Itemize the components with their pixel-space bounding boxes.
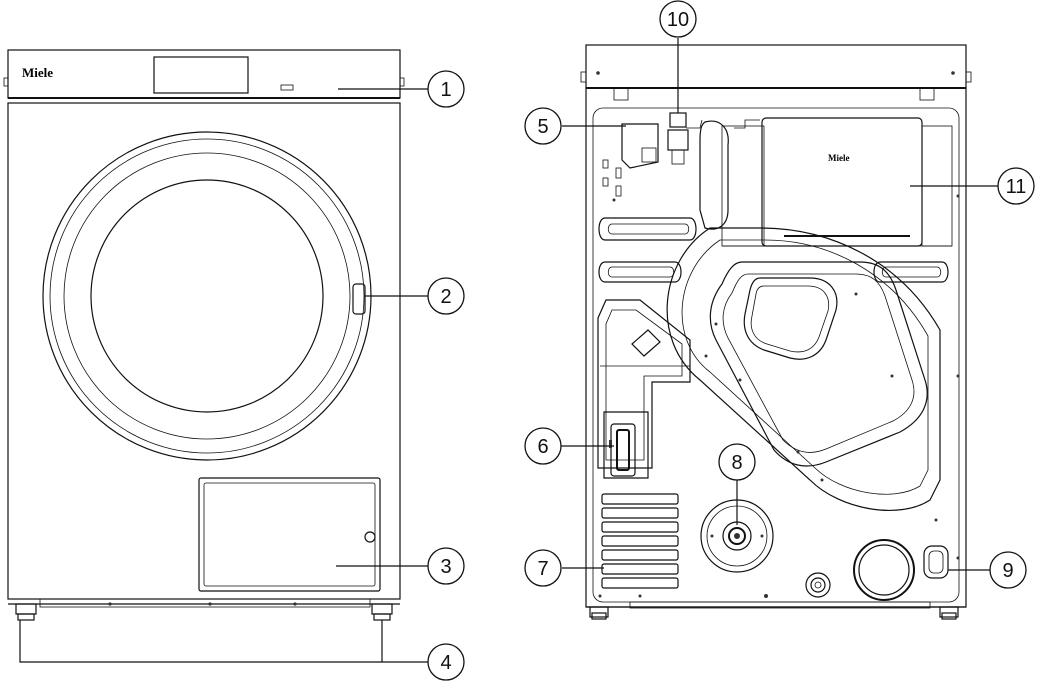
callout-1: 1 xyxy=(427,70,465,108)
back-exhaust-port xyxy=(853,539,949,601)
callout-4: 4 xyxy=(427,643,465,681)
svg-text:5: 5 xyxy=(537,116,548,138)
front-indicator xyxy=(280,84,294,91)
back-drum-bearing xyxy=(700,499,774,573)
front-access-panel xyxy=(198,477,381,592)
svg-text:1: 1 xyxy=(440,79,451,101)
back-condenser-cover xyxy=(761,117,923,247)
back-top-cover xyxy=(585,44,967,89)
back-foot-right xyxy=(939,606,959,618)
back-drum-housing xyxy=(666,227,941,511)
svg-text:7: 7 xyxy=(537,558,548,580)
back-foot-left xyxy=(589,606,609,618)
back-logo: Miele xyxy=(828,153,850,163)
front-foot-left xyxy=(15,603,37,615)
leader-lines xyxy=(19,38,998,663)
svg-text:6: 6 xyxy=(537,436,548,458)
callout-7: 7 xyxy=(524,549,562,587)
callout-6: 6 xyxy=(524,427,562,465)
back-panel xyxy=(585,87,967,608)
front-view: Miele xyxy=(3,49,405,621)
svg-text:2: 2 xyxy=(440,286,451,308)
back-service-hatch xyxy=(610,423,636,477)
door-handle xyxy=(352,283,366,315)
back-electronics-module xyxy=(621,123,659,169)
front-display xyxy=(153,56,249,94)
svg-text:8: 8 xyxy=(731,452,742,474)
front-door-ring xyxy=(42,131,372,461)
front-door-glass xyxy=(90,179,324,413)
front-logo: Miele xyxy=(22,65,53,80)
svg-text:4: 4 xyxy=(440,652,451,674)
svg-text:9: 9 xyxy=(1002,560,1013,582)
callout-2: 2 xyxy=(427,277,465,315)
callout-9: 9 xyxy=(989,551,1027,589)
access-panel-knob xyxy=(364,531,376,543)
callout-8: 8 xyxy=(718,443,756,481)
callout-11: 11 xyxy=(997,167,1035,205)
back-inlet-valve xyxy=(669,112,687,128)
callout-10: 10 xyxy=(659,0,697,38)
front-foot-right xyxy=(371,603,393,615)
back-view: Miele xyxy=(580,44,972,620)
svg-text:3: 3 xyxy=(440,556,451,578)
callout-5: 5 xyxy=(524,107,562,145)
callout-3: 3 xyxy=(427,547,465,585)
back-air-vents xyxy=(601,493,679,589)
svg-text:11: 11 xyxy=(1006,176,1027,198)
svg-text:10: 10 xyxy=(667,9,689,31)
